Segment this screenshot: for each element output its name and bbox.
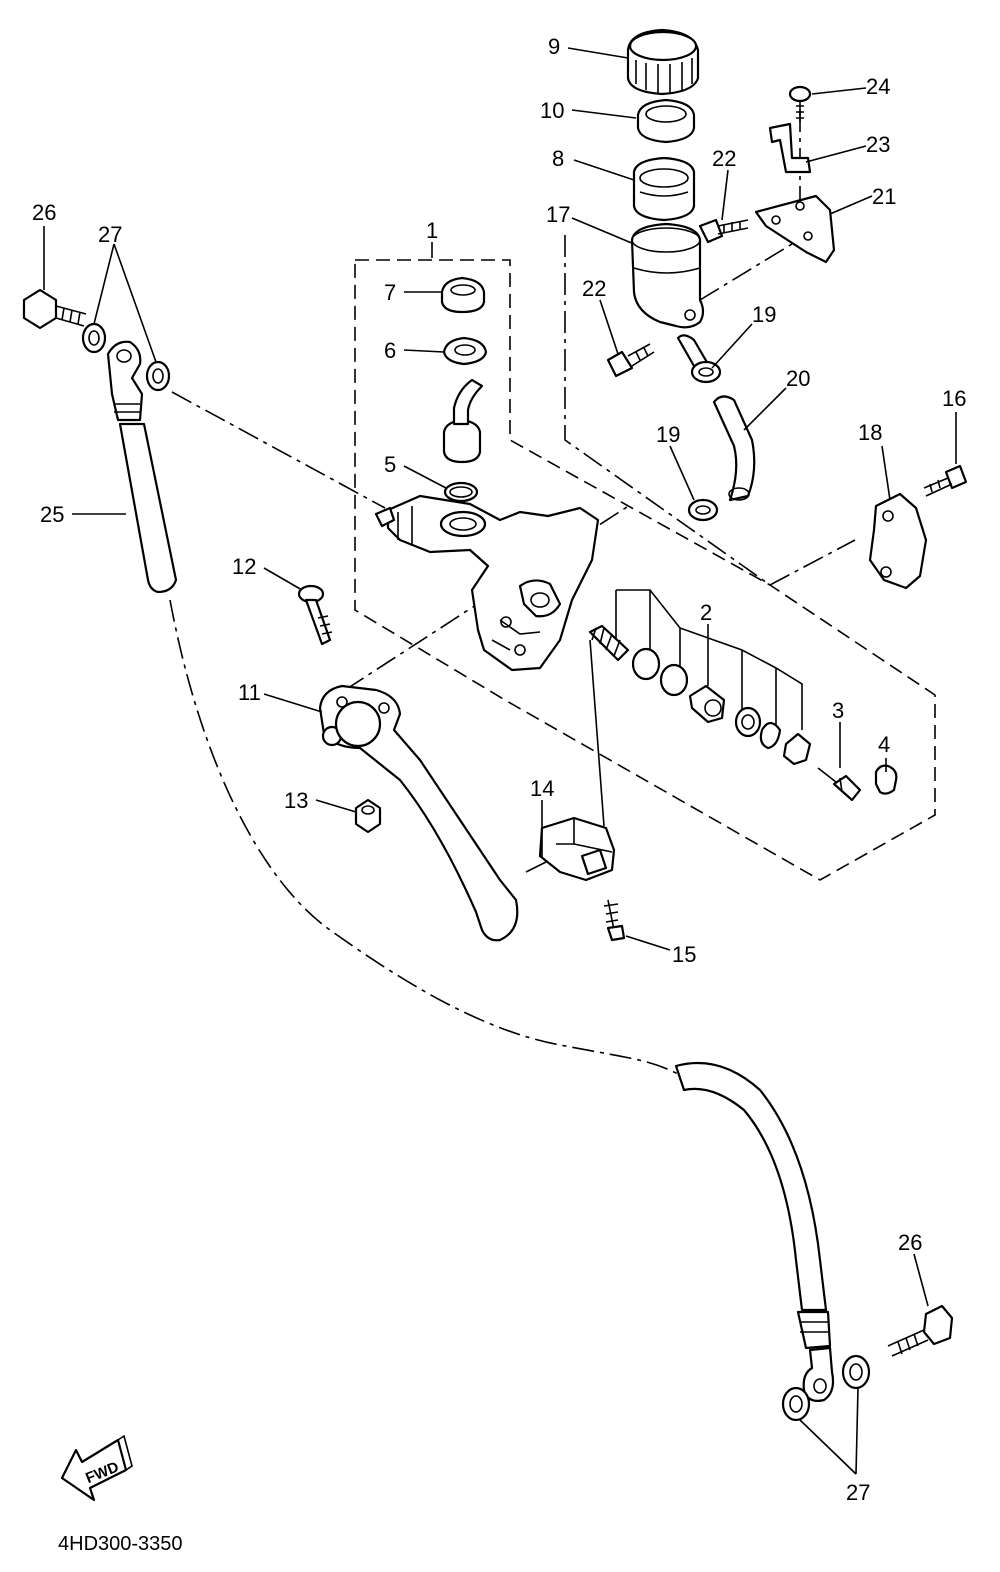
piston-spring bbox=[588, 624, 630, 662]
centerline-reservoir-hose bbox=[564, 235, 856, 586]
dust-cap-4 bbox=[874, 764, 898, 795]
forward-arrow-icon: FWD bbox=[60, 1434, 133, 1502]
copper-washer-lower-right bbox=[841, 1354, 871, 1390]
callout-12: 12 bbox=[232, 554, 256, 579]
callout-23: 23 bbox=[866, 132, 890, 157]
cap-7 bbox=[440, 276, 486, 314]
boot bbox=[782, 732, 812, 766]
centerline-reservoir bbox=[699, 229, 816, 301]
callout-19-upper: 19 bbox=[752, 302, 776, 327]
callout-16: 16 bbox=[942, 386, 966, 411]
callout-1: 1 bbox=[426, 218, 438, 243]
leader-lines bbox=[43, 47, 957, 1475]
master-cylinder-holder bbox=[868, 492, 928, 590]
reservoir-bracket bbox=[754, 194, 836, 264]
callout-labels: 1 2 3 4 5 6 7 8 9 10 11 12 13 14 15 16 1… bbox=[32, 34, 966, 1505]
callout-10: 10 bbox=[540, 98, 564, 123]
reservoir-tank bbox=[630, 222, 710, 370]
cup-2 bbox=[659, 663, 689, 697]
banjo-bolt-lower bbox=[887, 1304, 954, 1357]
diaphragm-plate bbox=[636, 98, 696, 144]
piston bbox=[688, 684, 726, 724]
brake-hose-lower bbox=[674, 1062, 835, 1402]
callout-27-lower: 27 bbox=[846, 1480, 870, 1505]
callout-7: 7 bbox=[384, 280, 396, 305]
centerline-banjo-upper bbox=[171, 391, 386, 509]
o-ring-5 bbox=[443, 481, 479, 503]
callout-27-upper: 27 bbox=[98, 222, 122, 247]
piston-kit-bracket bbox=[615, 589, 803, 730]
bracket-stay bbox=[768, 122, 812, 174]
callout-18: 18 bbox=[858, 420, 882, 445]
brake-light-switch bbox=[525, 816, 616, 882]
callout-15: 15 bbox=[672, 942, 696, 967]
cup-1 bbox=[631, 647, 661, 681]
callout-21: 21 bbox=[872, 184, 896, 209]
callout-25: 25 bbox=[40, 502, 64, 527]
callout-3: 3 bbox=[832, 698, 844, 723]
callout-9: 9 bbox=[548, 34, 560, 59]
diaphragm bbox=[632, 156, 696, 222]
callout-13: 13 bbox=[284, 788, 308, 813]
callout-14: 14 bbox=[530, 776, 554, 801]
callout-4: 4 bbox=[878, 732, 890, 757]
brake-hose-upper-end bbox=[106, 340, 178, 594]
circlip-piston bbox=[759, 721, 782, 750]
hose-clip-lower bbox=[687, 498, 719, 522]
callout-19-lower: 19 bbox=[656, 422, 680, 447]
callout-11: 11 bbox=[238, 680, 261, 705]
bracket-bolt bbox=[698, 218, 749, 244]
callout-26-lower: 26 bbox=[898, 1230, 922, 1255]
reservoir-bolt bbox=[606, 343, 655, 378]
callout-5: 5 bbox=[384, 452, 396, 477]
callout-8: 8 bbox=[552, 146, 564, 171]
drawing-code: 4HD300-3350 bbox=[58, 1533, 183, 1555]
push-rod bbox=[817, 767, 862, 802]
callout-24: 24 bbox=[866, 74, 890, 99]
copper-washer-upper-right bbox=[145, 360, 171, 392]
reservoir-cap bbox=[626, 28, 700, 96]
callout-2: 2 bbox=[700, 600, 712, 625]
callout-6: 6 bbox=[384, 338, 396, 363]
master-cylinder-body bbox=[374, 494, 600, 672]
callout-22-lower: 22 bbox=[582, 276, 606, 301]
pivot-nut bbox=[354, 798, 382, 834]
callout-17: 17 bbox=[546, 202, 570, 227]
brake-lever bbox=[318, 684, 519, 942]
copper-washer-upper-left bbox=[81, 322, 107, 354]
assembly-boundary bbox=[354, 259, 936, 881]
holder-bolt bbox=[923, 464, 968, 497]
centerline-hose-main bbox=[169, 599, 681, 1076]
reservoir-hose bbox=[712, 395, 756, 502]
switch-screw bbox=[603, 899, 626, 942]
pivot-bolt bbox=[297, 584, 333, 646]
callout-22-upper: 22 bbox=[712, 146, 736, 171]
stay-screw bbox=[788, 85, 812, 122]
joint-hose-fitting bbox=[442, 378, 484, 464]
banjo-bolt-upper bbox=[22, 288, 87, 330]
circlip-6 bbox=[442, 336, 488, 366]
cup-3 bbox=[734, 706, 762, 738]
callout-20: 20 bbox=[786, 366, 810, 391]
copper-washer-lower-left bbox=[781, 1386, 811, 1422]
callout-26-upper: 26 bbox=[32, 200, 56, 225]
